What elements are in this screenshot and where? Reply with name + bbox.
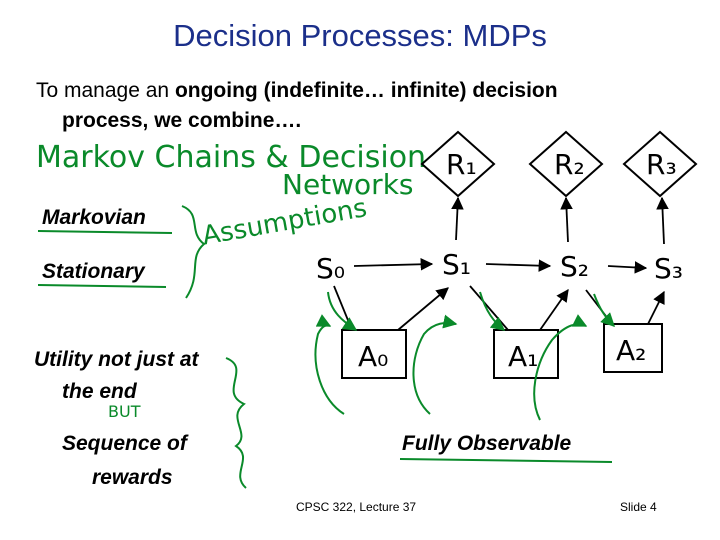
- action-box-1: [493, 329, 559, 379]
- intro-bold-2: process, we combine….: [62, 109, 302, 132]
- assumption-markovian: Markovian: [42, 206, 146, 229]
- reward-diamond-2: [528, 130, 604, 198]
- underline-fully-observable: [399, 458, 613, 463]
- arrow-a0-s1: [397, 287, 449, 331]
- state-s0: S₀: [316, 252, 345, 285]
- green-arrow-s2-a2: [593, 293, 615, 327]
- utility-line-2: the end: [62, 380, 137, 403]
- arrow-a1-s2: [539, 288, 569, 331]
- intro-plain: To manage an: [36, 79, 175, 102]
- action-a0: A₀: [358, 340, 388, 373]
- arrow-a2-s3: [647, 290, 665, 325]
- arrow-s1-s2: [485, 259, 552, 272]
- action-box-2: [603, 323, 663, 373]
- reward-r2: R₂: [554, 148, 585, 181]
- state-s3: S₃: [654, 252, 683, 285]
- handwriting-but: BUT: [108, 402, 141, 421]
- intro-text: To manage an ongoing (indefinite… infini…: [36, 76, 686, 136]
- arrow-s3-r3: [656, 196, 669, 245]
- green-arrow-s0-a0: [327, 291, 358, 331]
- fully-observable: Fully Observable: [402, 432, 572, 455]
- assumptions-brace: [181, 205, 206, 299]
- underline-markovian: [37, 230, 173, 234]
- handwriting-markov-chains: Markov Chains & Decision: [36, 140, 427, 175]
- handwriting-networks: Networks: [282, 168, 414, 201]
- arrow-s2-s3: [607, 261, 648, 274]
- slide-title: Decision Processes: MDPs: [173, 18, 547, 53]
- action-a1: A₁: [508, 340, 538, 373]
- reward-r1: R₁: [446, 148, 477, 181]
- footer-course: CPSC 322, Lecture 37: [296, 500, 417, 514]
- arrow-s0-s1: [353, 257, 434, 271]
- line-s1-a1: [469, 285, 509, 331]
- reward-diamond-1: [420, 130, 496, 198]
- utility-brace: [225, 357, 247, 489]
- arrow-s1-r1: [451, 196, 464, 241]
- green-curve-right: [533, 314, 588, 421]
- action-box-0: [341, 329, 407, 379]
- arrow-s2-r2: [560, 196, 573, 243]
- footer-slide-number: Slide 4: [620, 500, 657, 514]
- line-s0-a0: [333, 285, 353, 331]
- utility-line-1: Utility not just at: [34, 348, 199, 371]
- sequence-line-1: Sequence of: [62, 432, 187, 455]
- intro-bold-1: ongoing (indefinite… infinite) decision: [174, 79, 558, 102]
- green-arrow-s1-a1: [479, 291, 506, 331]
- state-s2: S₂: [560, 250, 589, 283]
- assumption-stationary: Stationary: [42, 260, 145, 283]
- reward-diamond-3: [622, 130, 698, 198]
- green-curve-middle: [412, 314, 458, 415]
- underline-stationary: [37, 284, 167, 288]
- sequence-line-2: rewards: [92, 466, 173, 489]
- green-curve-left: [314, 314, 345, 415]
- state-s1: S₁: [442, 248, 471, 281]
- reward-r3: R₃: [646, 148, 677, 181]
- action-a2: A₂: [616, 334, 646, 367]
